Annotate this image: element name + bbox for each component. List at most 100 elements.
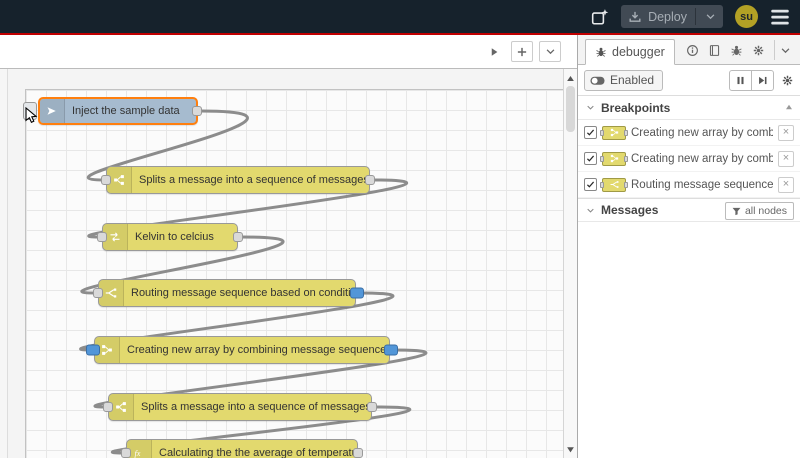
main-menu-button[interactable] xyxy=(770,7,790,27)
flow-node-split1[interactable]: Splits a message into a sequence of mess… xyxy=(101,166,375,194)
book-icon xyxy=(708,44,721,57)
node-label: Routing message sequence based on condit… xyxy=(131,287,355,299)
breakpoint-checkbox[interactable] xyxy=(584,178,597,191)
triangle-up-icon xyxy=(566,74,575,83)
output-port[interactable] xyxy=(367,402,377,412)
palette-collapsed-strip xyxy=(0,69,8,458)
flow-node-join1[interactable]: Creating new array by combining message … xyxy=(86,336,398,364)
funnel-icon xyxy=(732,207,741,216)
input-port[interactable] xyxy=(93,288,103,298)
flow-node-switch1[interactable]: Routing message sequence based on condit… xyxy=(93,279,364,307)
enabled-label: Enabled xyxy=(610,73,655,87)
chevron-down-icon xyxy=(705,11,716,22)
breakpoints-section-header[interactable]: Breakpoints xyxy=(578,96,800,120)
gear-icon xyxy=(752,44,765,57)
inject-icon xyxy=(40,99,65,123)
output-port[interactable] xyxy=(353,448,363,458)
step-icon xyxy=(757,75,768,86)
remove-breakpoint-button[interactable]: × xyxy=(778,176,794,193)
enabled-toggle-button[interactable]: Enabled xyxy=(584,69,664,91)
scroll-thumb[interactable] xyxy=(566,86,575,132)
messages-section-header[interactable]: Messages all nodes xyxy=(578,198,800,222)
sidebar-tab-icons xyxy=(682,40,796,60)
input-port[interactable] xyxy=(97,232,107,242)
deploy-button[interactable]: Deploy xyxy=(621,5,723,28)
join-node-icon xyxy=(600,151,628,166)
input-port[interactable] xyxy=(101,175,111,185)
vertical-scrollbar[interactable] xyxy=(563,69,577,458)
debugger-tab-icon xyxy=(595,46,607,58)
scroll-down-button[interactable] xyxy=(564,442,577,456)
debugger-toolbar: Enabled xyxy=(578,65,800,96)
breakpoint-row: Routing message sequence based on condit… xyxy=(578,172,800,198)
pause-button[interactable] xyxy=(729,69,752,91)
input-port-breakpoint[interactable] xyxy=(86,344,100,356)
deploy-options-button[interactable] xyxy=(702,11,719,22)
chevron-down-icon xyxy=(780,45,791,56)
output-port-breakpoint[interactable] xyxy=(350,287,364,299)
node-label: Creating new array by combining message … xyxy=(127,344,387,356)
change-icon xyxy=(103,224,128,250)
switch-node-icon xyxy=(600,177,628,192)
input-port[interactable] xyxy=(121,448,131,458)
docs-button[interactable] xyxy=(704,40,724,60)
debugger-settings-button[interactable] xyxy=(781,74,794,87)
breakpoint-label: Creating new array by combining message … xyxy=(631,126,773,139)
filter-all-nodes-button[interactable]: all nodes xyxy=(724,202,794,220)
mouse-cursor xyxy=(24,107,40,123)
node-label: Splits a message into a sequence of mess… xyxy=(139,174,369,186)
pause-icon xyxy=(735,75,746,86)
avatar[interactable]: su xyxy=(735,5,758,28)
breakpoint-checkbox[interactable] xyxy=(584,126,597,139)
plus-icon xyxy=(516,46,528,58)
breakpoints-list: Creating new array by combining message … xyxy=(578,120,800,198)
bug-icon xyxy=(730,44,743,57)
svg-text:fx: fx xyxy=(135,449,141,458)
split-icon xyxy=(109,394,134,420)
triangle-right-icon xyxy=(488,46,500,58)
tab-label: debugger xyxy=(612,45,665,59)
recording-indicator-line xyxy=(0,33,800,35)
output-port-breakpoint[interactable] xyxy=(384,344,398,356)
switch-icon xyxy=(99,280,124,306)
breakpoint-row: Creating new array by combining message … xyxy=(578,120,800,146)
breakpoint-checkbox[interactable] xyxy=(584,152,597,165)
config-nodes-button[interactable] xyxy=(748,40,768,60)
flow-node-split2[interactable]: Splits a message into a sequence of mess… xyxy=(103,393,377,421)
deploy-label: Deploy xyxy=(648,9,687,24)
breakpoint-label: Routing message sequence based on condit… xyxy=(631,178,773,191)
node-label: Kelvin to celcius xyxy=(135,231,214,243)
flow-list-button[interactable] xyxy=(539,41,561,62)
output-port[interactable] xyxy=(192,106,202,116)
hamburger-icon xyxy=(770,7,790,27)
info-icon xyxy=(686,44,699,57)
flow-node-inject[interactable]: Inject the sample data xyxy=(23,97,202,125)
toggle-icon xyxy=(590,73,605,88)
sidebar-menu-button[interactable] xyxy=(774,40,796,60)
scroll-up-button[interactable] xyxy=(564,71,577,85)
input-port[interactable] xyxy=(103,402,113,412)
ai-sparkle-icon xyxy=(591,8,609,26)
remove-breakpoint-button[interactable]: × xyxy=(778,150,794,167)
chevron-down-icon xyxy=(586,103,595,112)
remove-breakpoint-button[interactable]: × xyxy=(778,124,794,141)
step-button[interactable] xyxy=(751,69,774,91)
tab-debugger[interactable]: debugger xyxy=(585,39,675,65)
scroll-up-icon[interactable] xyxy=(785,103,793,111)
debug-messages-button[interactable] xyxy=(726,40,746,60)
output-port[interactable] xyxy=(233,232,243,242)
join-icon xyxy=(95,337,120,363)
add-flow-button[interactable] xyxy=(511,41,533,62)
flow-tab-bar xyxy=(0,35,577,69)
output-port[interactable] xyxy=(365,175,375,185)
tab-scroll-right-button[interactable] xyxy=(483,41,505,62)
sidebar: debugger Enabled xyxy=(577,35,800,458)
chevron-down-icon xyxy=(586,206,595,215)
divider xyxy=(695,8,696,25)
info-button[interactable] xyxy=(682,40,702,60)
ai-assistant-button[interactable] xyxy=(591,8,609,26)
flow-node-kelvin[interactable]: Kelvin to celcius xyxy=(97,223,243,251)
breakpoint-label: Creating new array by combining message … xyxy=(631,152,773,165)
